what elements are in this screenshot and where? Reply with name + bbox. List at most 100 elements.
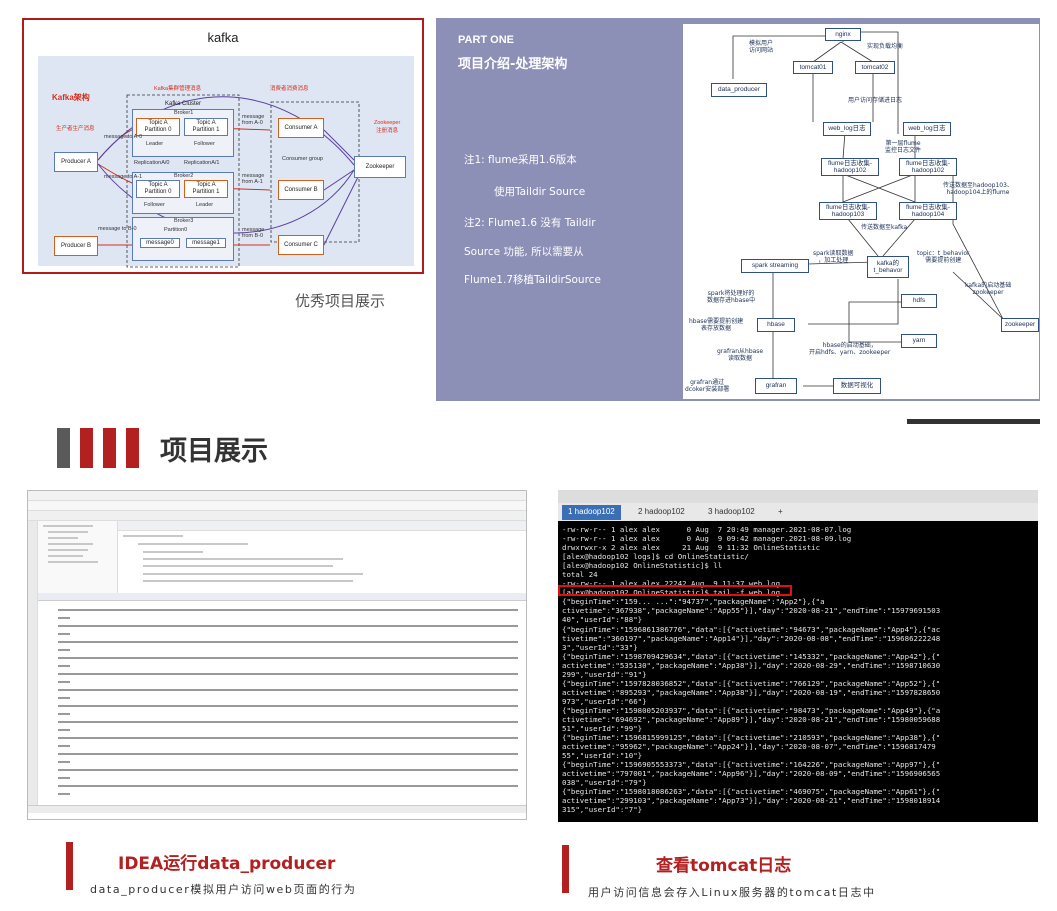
decorative-rule: [907, 419, 1040, 424]
header-bar-3: [103, 428, 116, 468]
tomcat01-box: tomcat01: [793, 61, 833, 74]
consumer-group-label-2: Consumer group: [282, 156, 323, 162]
replication-a0: ReplicationA/0: [134, 160, 170, 166]
kafka-title: kafka: [207, 30, 239, 45]
idea-console-lines: [43, 525, 518, 795]
flume104-box: flume日志收集- hadoop104: [899, 202, 957, 220]
topic-a-partition0-b: Topic A Partition 0: [136, 180, 180, 198]
idea-menubar: [28, 501, 526, 511]
producer-a-box: Producer A: [54, 152, 98, 172]
topic-a-partition1-b: Topic A Partition 1: [184, 180, 228, 198]
follower-label: Follower: [194, 141, 215, 147]
grafana-box: grafran: [755, 378, 797, 394]
flume102-box-2: flume日志收集- hadoop102: [899, 158, 957, 176]
section-title: 项目展示: [160, 436, 268, 467]
broker2-label: Broker2: [174, 173, 194, 179]
weblog-box-2: web_log日志: [903, 122, 951, 136]
header-bar-2: [80, 428, 93, 468]
zookeeper-box: Zookeeper: [354, 156, 406, 178]
label-to-kafka: 传送数据至kafka: [861, 224, 908, 231]
topic-a-partition0: Topic A Partition 0: [136, 118, 180, 136]
zookeeper-note: Zookeeper 注册消息: [374, 120, 401, 134]
terminal-tabbar: [558, 503, 1038, 521]
tail-command-highlight: [558, 585, 792, 596]
label-spark-hbase: spark将处理好的 数据存进hbase中: [707, 290, 756, 305]
terminal-tab-3[interactable]: 3 hadoop102: [708, 507, 755, 516]
consumer-group-label: 消费者消费消息: [270, 86, 309, 92]
label-hbase-start: hbase的启动基础， 开启hdfs、yarn、zookeeper: [809, 342, 891, 357]
follower-label-2: Follower: [144, 202, 165, 208]
kafka-cluster-title: Kafka Cluster: [164, 100, 201, 107]
label-grafana-docker: grafran通过 dcoker安装部署: [685, 379, 730, 394]
header-bar-1: [57, 428, 70, 468]
idea-screenshot: [27, 490, 527, 820]
label-spark-read: spark读取数据 ，加工处理: [813, 250, 854, 265]
terminal-tab-2[interactable]: 2 hadoop102: [638, 507, 685, 516]
header-bar-4: [126, 428, 139, 468]
broker3-label: Broker3: [174, 218, 194, 224]
leader-label-2: Leader: [196, 202, 214, 208]
cluster-label: Kafka集群管理消息: [154, 86, 202, 92]
note-2: 注2: Flume1.6 没有 Taildir: [464, 217, 596, 229]
note-1: 注1: flume采用1.6版本: [464, 154, 577, 166]
kafka-caption: 优秀项目展示: [295, 292, 386, 310]
flume102-box-1: flume日志收集- hadoop102: [821, 158, 879, 176]
arch-title: 项目介绍-处理架构: [458, 57, 568, 72]
caption-title-left: IDEA运行data_producer: [118, 854, 336, 874]
kafka-box: kafka的 t_behavor: [867, 256, 909, 278]
replication-a1: ReplicationA/1: [184, 160, 220, 166]
message1-box: message1: [186, 238, 226, 248]
msg-from-b0: message from B-0: [242, 227, 265, 239]
consumer-c-box: Consumer C: [278, 235, 324, 255]
kafka-arch-label: Kafka架构: [52, 93, 90, 102]
label-load-balance: 实现负载均衡: [867, 43, 904, 50]
flume103-box: flume日志收集- hadoop103: [819, 202, 877, 220]
label-kafka-zk: kafka的启动基础 zookeeper: [965, 282, 1012, 297]
msg-from-a1: message from A-1: [242, 173, 265, 185]
consumer-a-box: Consumer A: [278, 118, 324, 138]
producer-group-label: 生产者生产消息: [56, 126, 95, 132]
msg-to-a1: message to A-1: [104, 174, 143, 180]
caption-title-right: 查看tomcat日志: [656, 856, 792, 876]
consumer-b-box: Consumer B: [278, 180, 324, 200]
spark-streaming-box: spark streaming: [741, 259, 809, 273]
partition0-label: Partition0: [164, 227, 188, 233]
terminal-output: -rw-rw-r-- 1 alex alex 0 Aug 7 20:49 man…: [562, 525, 941, 815]
broker1-label: Broker1: [174, 110, 194, 116]
idea-statusbar: [28, 805, 526, 813]
topic-a-partition1: Topic A Partition 1: [184, 118, 228, 136]
idea-titlebar: [28, 491, 526, 501]
label-hbase-create: hbase需要提前创建 表存放数据: [689, 318, 744, 333]
idea-run-bar: [38, 593, 526, 601]
visualization-box: 数据可视化: [833, 378, 881, 394]
yarn-box: yarn: [901, 334, 937, 348]
architecture-diagram: nginx tomcat01 tomcat02 data_producer we…: [683, 24, 1039, 399]
hdfs-box: hdfs: [901, 294, 937, 308]
caption-sub-left: data_producer模拟用户访问web页面的行为: [90, 883, 357, 896]
note-2c: Flume1.7移植TaildirSource: [464, 274, 601, 286]
msg-to-a0: message to A-0: [104, 134, 143, 140]
note-1b: 使用Taildir Source: [494, 186, 586, 198]
idea-left-strip: [28, 521, 38, 811]
idea-toolbar: [28, 511, 526, 521]
label-store-log: 用户访问存储进日志: [848, 97, 903, 104]
terminal-tab-add[interactable]: +: [778, 507, 783, 516]
terminal-screenshot: 1 hadoop102 2 hadoop102 3 hadoop102 + -r…: [558, 490, 1038, 822]
label-grafana-read: grafran从hbase 读取数据: [717, 348, 764, 363]
kafka-architecture-image: kafka Kafka架构 Kafka集群管理消息 生产者生产消息 消费者消费消…: [22, 18, 424, 274]
caption-bar-left: [66, 842, 73, 890]
label-send-data: 传送数据至hadoop103、 hadoop104上的flume: [943, 182, 1013, 197]
label-topic: topic：t_behavior 需要提前创建: [917, 250, 970, 265]
part-label: PART ONE: [458, 34, 515, 46]
terminal-tab-1[interactable]: 1 hadoop102: [562, 505, 621, 520]
tomcat02-box: tomcat02: [855, 61, 895, 74]
zookeeper-box-arch: zookeeper: [1001, 318, 1039, 332]
msg-from-a0: message from A-0: [242, 114, 265, 126]
message0-box: message0: [140, 238, 180, 248]
label-flume-layer1: 第一层flume 监控日志文件: [885, 140, 922, 155]
msg-to-b0: message to B-0: [98, 226, 137, 232]
hbase-box: hbase: [757, 318, 795, 332]
caption-sub-right: 用户访问信息会存入Linux服务器的tomcat日志中: [588, 886, 876, 899]
weblog-box-1: web_log日志: [823, 122, 871, 136]
note-2b: Source 功能, 所以需要从: [464, 246, 584, 258]
